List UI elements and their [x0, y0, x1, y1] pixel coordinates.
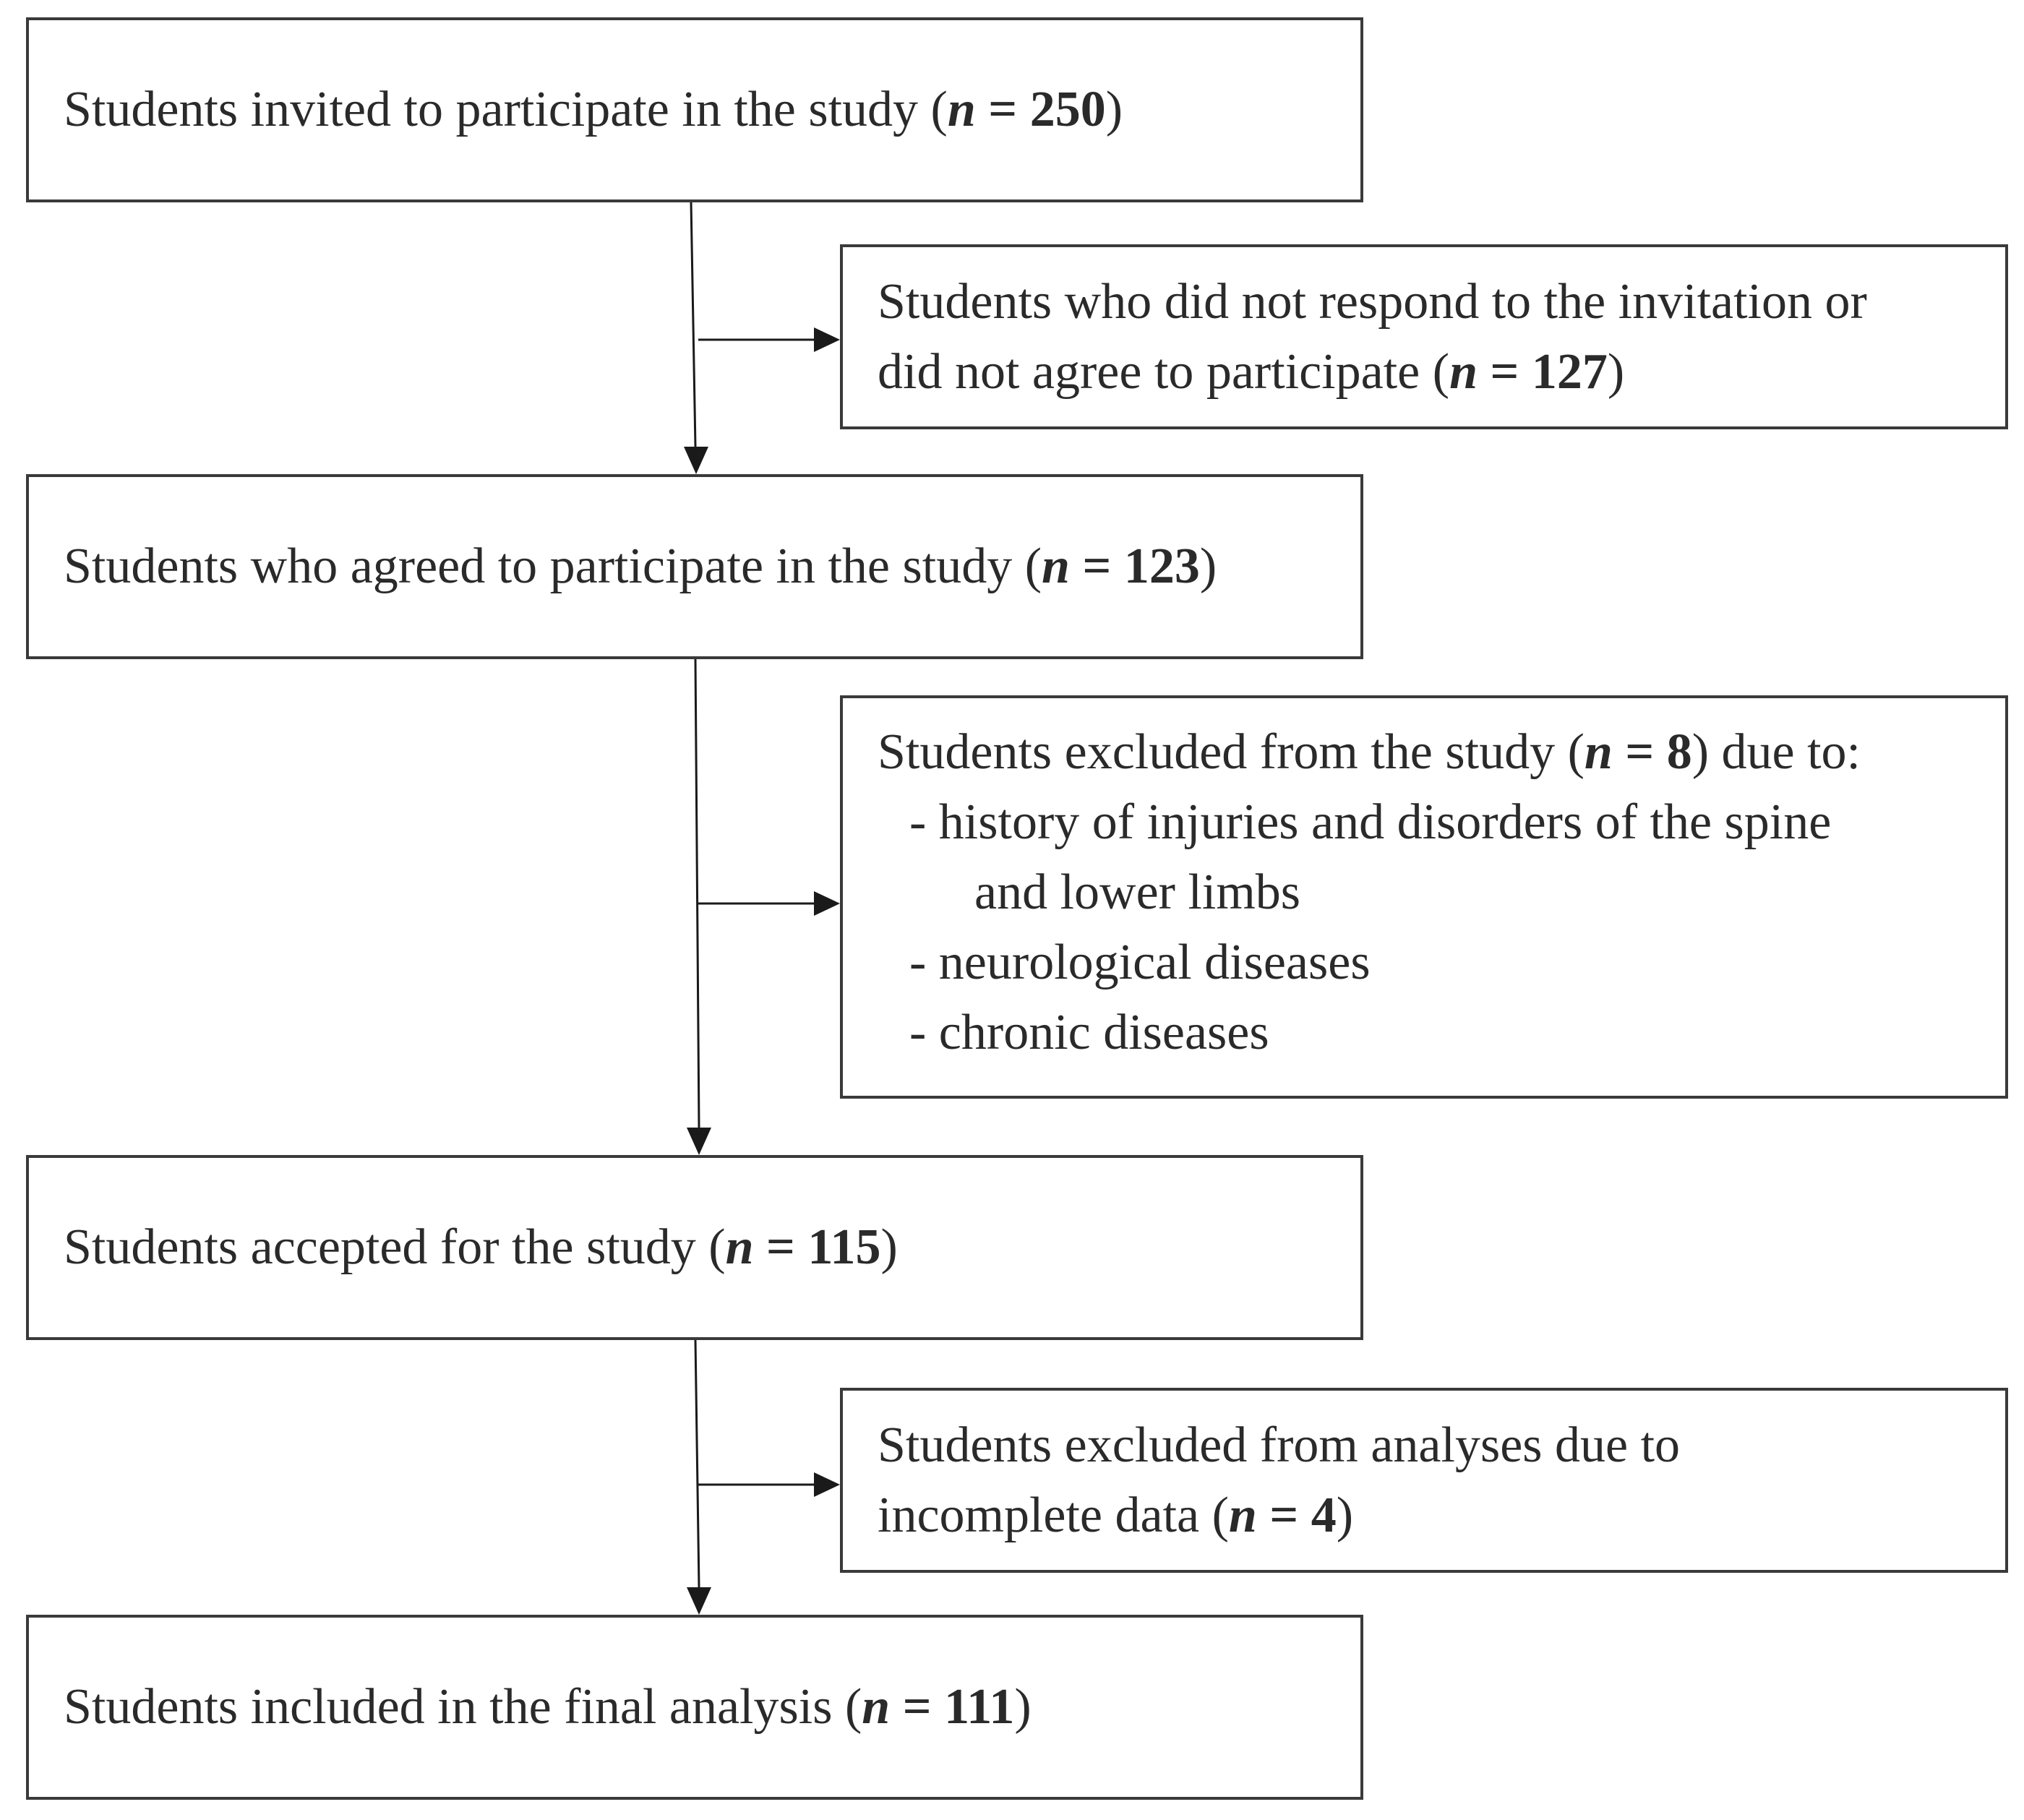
final-n-value: 111: [944, 1679, 1015, 1735]
excluded-study-open-paren: (: [1567, 724, 1585, 780]
not-responded-label: did not agree to participate: [878, 344, 1420, 400]
final-eq: =: [890, 1679, 945, 1735]
arrow-agreed-to-accepted: [694, 658, 700, 1128]
arrowhead-not-respond: [814, 327, 840, 352]
excluded-analyses-open-paren: (: [1212, 1488, 1229, 1543]
box-agreed-text: Students who agreed to participate in th…: [64, 536, 1217, 597]
agreed-n-value: 123: [1123, 538, 1200, 594]
excluded-study-label: Students excluded from the study: [878, 724, 1556, 780]
arrowhead-accepted: [687, 1128, 711, 1155]
box-accepted: Students accepted for the study (n = 115…: [26, 1155, 1363, 1340]
excluded-study-close-paren: ): [1691, 724, 1710, 780]
final-n-symbol: n: [862, 1679, 891, 1735]
box-final-analysis: Students included in the final analysis …: [26, 1615, 1363, 1800]
invited-n-value: 250: [1029, 82, 1106, 137]
excluded-analyses-line-1: Students excluded from analyses due to: [878, 1417, 1681, 1473]
excluded-study-item-chronic: - chronic diseases: [909, 1005, 1269, 1060]
box-excluded-analyses: Students excluded from analyses due to i…: [840, 1388, 2008, 1573]
excluded-study-item-injuries: - history of injuries and disorders of t…: [909, 794, 1832, 850]
not-responded-line-2: did not agree to participate (n = 127): [878, 337, 1984, 407]
excluded-study-n-symbol: n: [1584, 724, 1613, 780]
excluded-study-eq: =: [1612, 724, 1667, 780]
final-open-paren: (: [844, 1679, 862, 1735]
arrowhead-final: [687, 1587, 711, 1615]
box-excluded-study: Students excluded from the study (n = 8)…: [840, 695, 2008, 1099]
box-invited: Students invited to participate in the s…: [26, 17, 1363, 202]
arrowhead-excluded-study: [814, 891, 840, 916]
invited-n-symbol: n: [947, 82, 976, 137]
invited-open-paren: (: [930, 82, 948, 137]
not-responded-n-value: 127: [1531, 344, 1608, 400]
invited-close-paren: ): [1105, 82, 1123, 137]
box-final-analysis-text: Students included in the final analysis …: [64, 1677, 1032, 1738]
box-not-responded: Students who did not respond to the invi…: [840, 244, 2008, 429]
excluded-analyses-n-value: 4: [1311, 1488, 1337, 1543]
excluded-study-item-injuries-cont: and lower limbs: [974, 864, 1301, 920]
excluded-study-suffix: due to:: [1709, 724, 1861, 780]
not-responded-eq: =: [1478, 344, 1532, 400]
excluded-analyses-eq: =: [1256, 1488, 1311, 1543]
excluded-study-n-value: 8: [1666, 724, 1692, 780]
agreed-n-symbol: n: [1042, 538, 1070, 594]
agreed-label: Students who agreed to participate in th…: [64, 538, 1013, 594]
excluded-study-line-1: Students excluded from the study (n = 8)…: [878, 717, 1984, 787]
excluded-analyses-line-2: incomplete data (n = 4): [878, 1480, 1984, 1550]
excluded-analyses-close-paren: ): [1336, 1488, 1354, 1543]
box-accepted-text: Students accepted for the study (n = 115…: [64, 1217, 898, 1278]
accepted-close-paren: ): [880, 1219, 898, 1275]
accepted-n-value: 115: [807, 1219, 881, 1275]
box-invited-text: Students invited to participate in the s…: [64, 80, 1123, 140]
excluded-study-item-neurological: - neurological diseases: [909, 935, 1371, 990]
not-responded-line-1: Students who did not respond to the invi…: [878, 274, 1867, 330]
box-agreed: Students who agreed to participate in th…: [26, 474, 1363, 659]
accepted-open-paren: (: [708, 1219, 726, 1275]
invited-label: Students invited to participate in the s…: [64, 82, 919, 137]
agreed-open-paren: (: [1024, 538, 1042, 594]
final-close-paren: ): [1014, 1679, 1032, 1735]
accepted-n-symbol: n: [725, 1219, 754, 1275]
accepted-label: Students accepted for the study: [64, 1219, 696, 1275]
not-responded-close-paren: ): [1607, 344, 1625, 400]
invited-eq: =: [975, 82, 1030, 137]
agreed-close-paren: ): [1199, 538, 1217, 594]
agreed-eq: =: [1069, 538, 1124, 594]
arrowhead-agreed: [684, 447, 708, 474]
arrow-invited-to-agreed: [690, 202, 697, 447]
excluded-analyses-label: incomplete data: [878, 1488, 1200, 1543]
arrowhead-excluded-analyses: [814, 1472, 840, 1497]
not-responded-open-paren: (: [1432, 344, 1450, 400]
accepted-eq: =: [753, 1219, 808, 1275]
final-label: Students included in the final analysis: [64, 1679, 833, 1735]
arrow-accepted-to-final: [694, 1339, 700, 1588]
excluded-analyses-n-symbol: n: [1228, 1488, 1257, 1543]
not-responded-n-symbol: n: [1449, 344, 1478, 400]
